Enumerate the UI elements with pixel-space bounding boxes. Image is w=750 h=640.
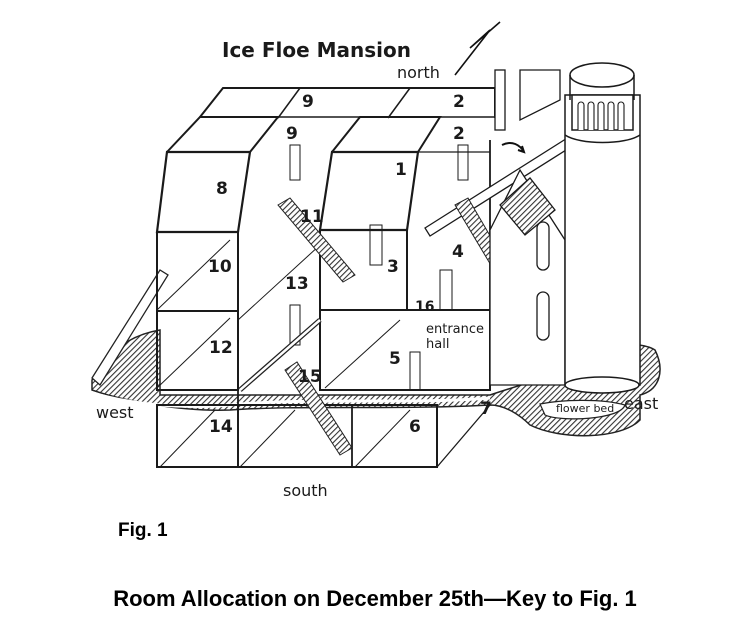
tower bbox=[564, 62, 641, 394]
figure-caption: Fig. 1 bbox=[118, 520, 168, 541]
compass-south: south bbox=[283, 481, 328, 500]
room-label-7: 7 bbox=[480, 399, 492, 419]
room-label-14: 14 bbox=[209, 417, 233, 437]
north-arrow-icon bbox=[454, 21, 501, 76]
ice-floe-ground bbox=[89, 329, 661, 437]
room-label-10: 10 bbox=[208, 257, 232, 277]
gatehouse bbox=[489, 168, 566, 386]
flower-bed-label: flower bed bbox=[556, 402, 614, 415]
staircase-upper bbox=[277, 197, 356, 283]
west-bridge bbox=[91, 269, 169, 386]
entrance-hall-label-line2: hall bbox=[426, 337, 449, 352]
room-label-9-back: 9 bbox=[302, 92, 314, 112]
room-label-4: 4 bbox=[452, 242, 464, 262]
staircase-lower bbox=[284, 361, 353, 456]
room-label-12: 12 bbox=[209, 338, 233, 358]
room-label-3: 3 bbox=[387, 257, 399, 277]
compass-east: east bbox=[624, 394, 658, 413]
compass-north: north bbox=[397, 63, 440, 82]
room-label-2-back: 2 bbox=[453, 92, 465, 112]
room-label-15: 15 bbox=[298, 367, 322, 387]
room-label-16: 16 bbox=[415, 299, 434, 315]
room-label-6: 6 bbox=[409, 417, 421, 437]
room-label-13: 13 bbox=[285, 274, 309, 294]
diagram-title: Ice Floe Mansion bbox=[222, 38, 411, 62]
compass-west: west bbox=[96, 403, 134, 422]
room-label-1: 1 bbox=[395, 160, 407, 180]
room-label-5: 5 bbox=[389, 349, 401, 369]
entrance-hall-label-line1: entrance bbox=[426, 322, 484, 337]
curved-arrow-icon bbox=[501, 142, 526, 154]
room-label-9-front: 9 bbox=[286, 124, 298, 144]
room-label-11: 11 bbox=[300, 207, 324, 227]
room-label-2-front: 2 bbox=[453, 124, 465, 144]
key-title: Room Allocation on December 25th—Key to … bbox=[113, 586, 637, 611]
flower-bed-area bbox=[539, 399, 626, 420]
room-label-8: 8 bbox=[216, 179, 228, 199]
